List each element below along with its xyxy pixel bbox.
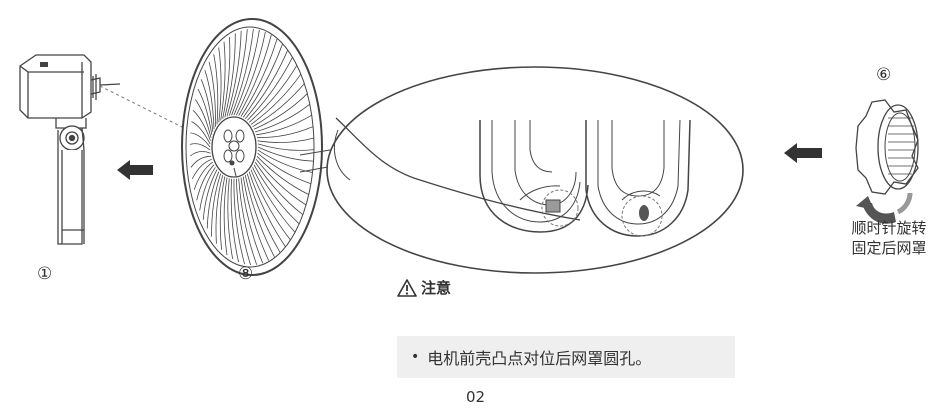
grille-spoke <box>255 158 307 206</box>
grille-spoke <box>247 57 293 121</box>
grille-spoke <box>240 177 264 264</box>
grille-spoke <box>233 29 260 116</box>
grille-spoke <box>189 143 211 151</box>
step-number-nut: ⑥ <box>876 65 892 85</box>
grille-spoke <box>211 173 222 237</box>
step-number-motor: ① <box>37 264 53 284</box>
grille-spoke <box>208 61 216 127</box>
rotate-instruction: 顺时针旋转 固定后网罩 <box>834 218 944 258</box>
caution-title: 注意 <box>421 279 452 297</box>
grille-spoke <box>242 176 270 261</box>
grille-spoke <box>236 178 251 266</box>
grille-spoke <box>257 143 315 151</box>
grille-spoke <box>222 36 231 119</box>
caution-heading: 注意 <box>397 277 451 298</box>
rotate-instruction-line-1: 顺时针旋转 <box>851 219 927 237</box>
grille-spoke <box>223 177 228 256</box>
grille-spoke <box>256 126 314 139</box>
grille-spoke <box>230 178 239 263</box>
grille-spoke <box>252 167 296 233</box>
grille-spoke <box>189 151 211 157</box>
grille-spoke <box>220 41 226 121</box>
grille-spoke <box>218 47 222 123</box>
grille-spoke <box>199 167 216 211</box>
grille-spoke <box>256 156 309 195</box>
step-number-guard: ⑧ <box>238 264 254 284</box>
rotate-clockwise-icon <box>856 192 913 224</box>
grille-spoke <box>233 178 245 265</box>
grille-spoke <box>191 158 212 179</box>
grille-spoke <box>192 110 211 141</box>
grille-spoke <box>254 161 304 216</box>
grille-spoke <box>202 169 218 220</box>
grille-spoke <box>194 99 212 138</box>
note-box: • 电机前壳凸点对位后网罩圆孔。 <box>397 336 735 378</box>
grille-spoke <box>250 73 302 125</box>
grille-spoke <box>250 169 291 241</box>
grille-spoke <box>191 121 211 145</box>
grille-spoke <box>219 176 226 250</box>
zoom-detail <box>326 66 744 274</box>
motor-assembly <box>19 54 121 245</box>
grille-spoke <box>215 175 224 244</box>
grille-spoke <box>213 54 219 125</box>
grille-spoke <box>231 28 254 116</box>
grille-spoke <box>197 88 213 135</box>
grille-spoke <box>226 30 242 117</box>
left-arrow-icon <box>117 160 153 180</box>
grille-spoke <box>253 164 300 225</box>
grille-spoke <box>242 44 283 118</box>
rotate-instruction-line-2: 固定后网罩 <box>851 239 927 257</box>
grille-spoke <box>246 173 281 253</box>
grille-spoke <box>190 132 211 148</box>
grille-spoke <box>236 31 266 116</box>
rear-guard <box>181 18 323 276</box>
fixing-nut <box>855 99 919 195</box>
grille-spoke <box>193 161 214 190</box>
grille-spoke <box>244 175 275 258</box>
grille-spoke <box>206 171 220 229</box>
grille-spoke <box>227 178 234 260</box>
grille-spoke <box>244 50 288 120</box>
grille-spoke <box>256 114 312 136</box>
grille-spoke <box>200 79 214 132</box>
note-text: 电机前壳凸点对位后网罩圆孔。 <box>427 349 652 368</box>
warning-triangle-icon <box>397 278 417 297</box>
grille-spoke <box>252 83 305 128</box>
grille-spoke <box>257 152 312 185</box>
grille-spoke <box>204 70 215 130</box>
grille-spoke <box>255 103 311 133</box>
grille-spoke <box>240 38 278 117</box>
grille-spoke <box>224 33 236 118</box>
grille-spoke <box>248 171 286 247</box>
grille-spoke <box>238 34 272 116</box>
grille-spoke <box>228 29 248 116</box>
grille-spoke <box>257 149 313 173</box>
left-arrow-icon-2 <box>784 143 822 163</box>
grille-spoke <box>257 137 314 143</box>
grille-spoke <box>238 178 258 265</box>
page-number: 02 <box>465 388 486 406</box>
grille-spoke <box>257 146 314 162</box>
grille-spoke <box>196 164 215 201</box>
grille-spoke <box>253 93 308 130</box>
grille-spoke <box>248 65 298 123</box>
note-bullet: • <box>411 349 420 365</box>
grille-spoke <box>190 155 212 168</box>
